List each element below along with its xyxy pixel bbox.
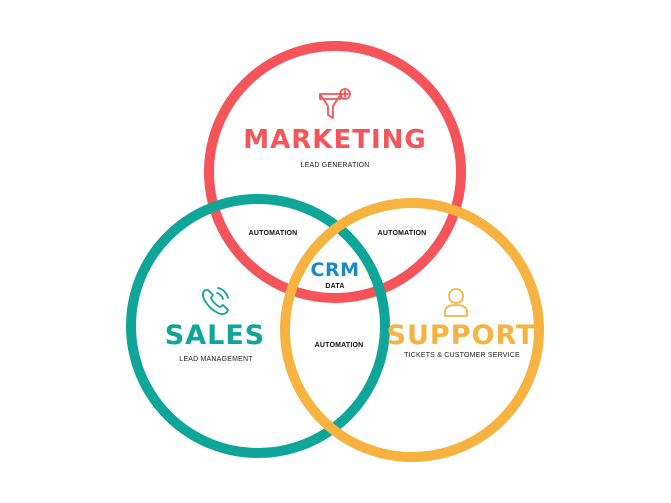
sales-title: SALES (164, 320, 266, 351)
automation-label-marketing-sales: AUTOMATION (248, 230, 298, 237)
automation-label-marketing-support: AUTOMATION (377, 230, 427, 237)
marketing-circle (204, 41, 466, 303)
user-icon (444, 288, 468, 317)
funnel-icon (319, 88, 351, 119)
marketing-subtitle: LEAD GENERATION (300, 162, 370, 169)
support-circle (280, 198, 544, 462)
crm-title: CRM (310, 259, 360, 281)
support-title: SUPPORT (386, 320, 536, 351)
sales-subtitle: LEAD MANAGEMENT (179, 356, 253, 363)
marketing-title: MARKETING (243, 125, 427, 155)
support-subtitle: TICKETS & CUSTOMER SERVICE (404, 352, 520, 359)
crm-subtitle: DATA (325, 283, 345, 290)
sales-circle (126, 194, 390, 458)
automation-label-sales-support: AUTOMATION (314, 342, 364, 349)
phone-icon (202, 287, 229, 315)
